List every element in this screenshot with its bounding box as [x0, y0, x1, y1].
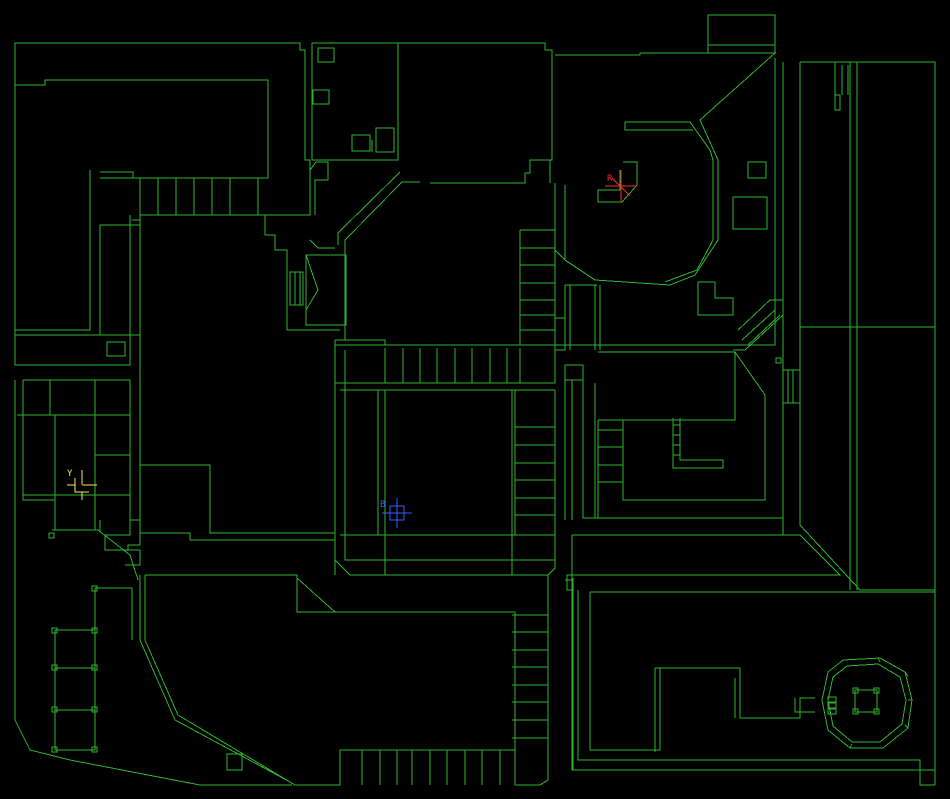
crosshair-icon [67, 470, 97, 500]
player-label-red: R [607, 174, 613, 184]
map-walls [14, 14, 936, 786]
player-marker-red: R [605, 170, 637, 202]
player-marker-blue: B [380, 498, 412, 528]
crosshair-icon [605, 170, 637, 202]
player-label-yellow: Y [67, 469, 73, 479]
crosshair-icon [382, 498, 412, 528]
player-marker-yellow: Y [67, 469, 97, 500]
player-label-blue: B [380, 500, 385, 510]
